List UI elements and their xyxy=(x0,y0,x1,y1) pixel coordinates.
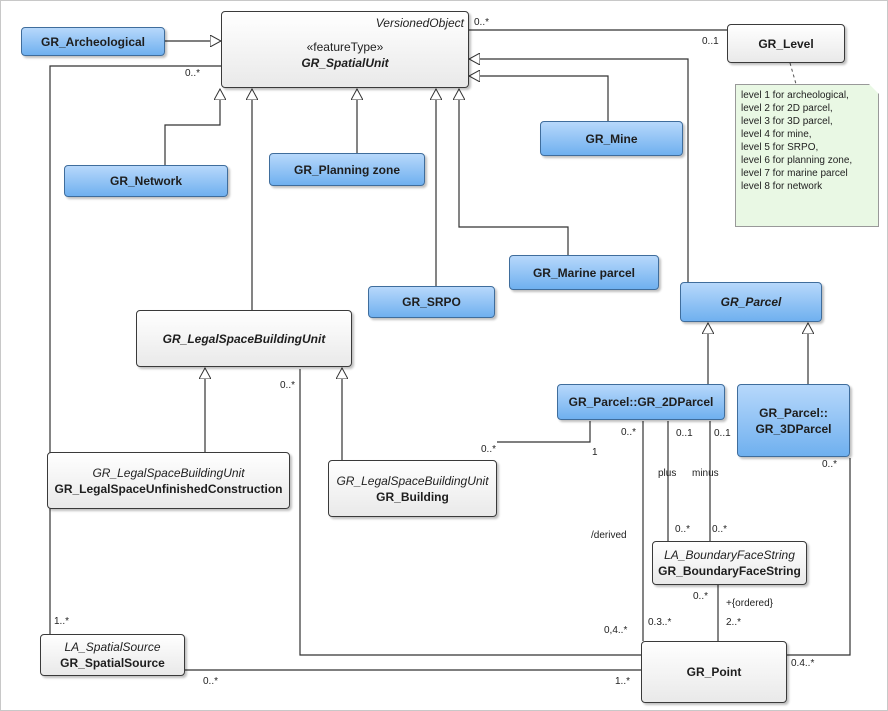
class-network[interactable]: GR_Network xyxy=(64,165,228,197)
assoc-3d-point xyxy=(787,458,851,656)
multiplicity-label: 0.3..* xyxy=(648,617,672,628)
class-spatial-unit[interactable]: VersionedObject «featureType» GR_Spatial… xyxy=(221,11,469,88)
role-label: minus xyxy=(692,468,719,479)
multiplicity-label: 0..* xyxy=(280,380,296,391)
class-spatial-source[interactable]: LA_SpatialSource GR_SpatialSource xyxy=(40,634,185,676)
note-line: level 4 for mine, xyxy=(741,129,812,140)
class-parcel[interactable]: GR_Parcel xyxy=(680,282,822,322)
multiplicity-label: 0..1 xyxy=(714,428,731,439)
gen-parcel xyxy=(469,59,689,282)
multiplicity-label: 0..* xyxy=(712,524,728,535)
class-mine[interactable]: GR_Mine xyxy=(540,121,683,156)
class-legal-space-building-unit[interactable]: GR_LegalSpaceBuildingUnit xyxy=(136,310,352,367)
parcel-2d-name: GR_Parcel::GR_2DParcel xyxy=(568,395,714,409)
class-level[interactable]: GR_Level xyxy=(727,24,845,63)
gen-marine-parcel xyxy=(459,89,569,255)
multiplicity-label: 1..* xyxy=(615,676,631,687)
archeological-name: GR_Archeological xyxy=(40,34,146,49)
gen-mine xyxy=(469,76,609,121)
building-name: GR_Building xyxy=(376,489,449,504)
multiplicity-label: 0..* xyxy=(822,459,838,470)
note-link xyxy=(789,62,797,85)
parcel-3d-name-line1: GR_Parcel:: xyxy=(759,405,828,420)
multiplicity-label: 1 xyxy=(592,447,598,458)
spatial-source-supertype: LA_SpatialSource xyxy=(64,640,161,654)
parcel-3d-name-line2: GR_3DParcel xyxy=(755,421,832,436)
spatial-unit-stereotype: «featureType» xyxy=(306,39,384,54)
assoc-building-2d xyxy=(497,421,591,443)
note-line: level 6 for planning zone, xyxy=(741,155,853,166)
multiplicity-label: 0..* xyxy=(203,676,219,687)
multiplicity-label: 0..* xyxy=(675,524,691,535)
class-3d-parcel[interactable]: GR_Parcel:: GR_3DParcel xyxy=(737,384,850,457)
note-line: level 8 for network xyxy=(741,181,823,192)
unfinished-supertype: GR_LegalSpaceBuildingUnit xyxy=(92,465,245,480)
class-point[interactable]: GR_Point xyxy=(641,641,787,703)
note-line: level 7 for marine parcel xyxy=(741,168,848,179)
note-line: level 2 for 2D parcel, xyxy=(741,103,833,114)
srpo-name: GR_SRPO xyxy=(402,295,461,309)
lsbu-name: GR_LegalSpaceBuildingUnit xyxy=(162,331,326,346)
unfinished-name: GR_LegalSpaceUnfinishedConstruction xyxy=(54,481,283,496)
note-line: level 5 for SRPO, xyxy=(741,142,819,153)
class-2d-parcel[interactable]: GR_Parcel::GR_2DParcel xyxy=(557,384,725,420)
class-srpo[interactable]: GR_SRPO xyxy=(368,286,495,318)
multiplicity-label: 0..1 xyxy=(702,36,719,47)
class-boundary-face-string[interactable]: LA_BoundaryFaceString GR_BoundaryFaceStr… xyxy=(652,541,807,585)
class-unfinished-construction[interactable]: GR_LegalSpaceBuildingUnit GR_LegalSpaceU… xyxy=(47,452,290,509)
role-label: plus xyxy=(658,468,677,479)
building-supertype: GR_LegalSpaceBuildingUnit xyxy=(336,473,489,488)
class-archeological[interactable]: GR_Archeological xyxy=(21,27,165,56)
multiplicity-label: 2..* xyxy=(726,617,742,628)
multiplicity-label: 0..* xyxy=(474,17,490,28)
role-label: /derived xyxy=(591,530,627,541)
spatial-unit-supertype: VersionedObject xyxy=(375,16,464,30)
assoc-lsbu-point xyxy=(299,369,641,656)
planning-zone-name: GR_Planning zone xyxy=(293,162,400,177)
network-name: GR_Network xyxy=(109,174,183,188)
multiplicity-label: 0..* xyxy=(185,68,201,79)
class-planning-zone[interactable]: GR_Planning zone xyxy=(269,153,425,186)
level-note: level 1 for archeological, level 2 for 2… xyxy=(735,84,879,227)
mine-name: GR_Mine xyxy=(585,131,638,146)
parcel-name: GR_Parcel xyxy=(720,295,782,309)
class-building[interactable]: GR_LegalSpaceBuildingUnit GR_Building xyxy=(328,460,497,517)
assoc-source xyxy=(49,65,221,634)
class-marine-parcel[interactable]: GR_Marine parcel xyxy=(509,255,659,290)
note-line: level 1 for archeological, xyxy=(741,90,849,101)
point-name: GR_Point xyxy=(686,665,742,679)
multiplicity-label: 0..* xyxy=(621,427,637,438)
bfs-supertype: LA_BoundaryFaceString xyxy=(664,548,795,562)
note-line: level 3 for 3D parcel, xyxy=(741,116,833,127)
note-fold xyxy=(869,84,879,94)
spatial-source-name: GR_SpatialSource xyxy=(60,656,165,670)
multiplicity-label: 0.4..* xyxy=(791,658,815,669)
gen-network xyxy=(164,89,220,165)
multiplicity-label: 0..1 xyxy=(676,428,693,439)
spatial-unit-name: GR_SpatialUnit xyxy=(301,55,389,70)
level-name: GR_Level xyxy=(758,36,814,51)
multiplicity-label: 0..* xyxy=(693,591,709,602)
multiplicity-label: 0..* xyxy=(481,444,497,455)
multiplicity-label: 0,4..* xyxy=(604,625,628,636)
bfs-name: GR_BoundaryFaceString xyxy=(658,564,801,578)
constraint-label: +{ordered} xyxy=(726,598,773,609)
marine-parcel-name: GR_Marine parcel xyxy=(532,265,636,280)
multiplicity-label: 1..* xyxy=(54,616,70,627)
